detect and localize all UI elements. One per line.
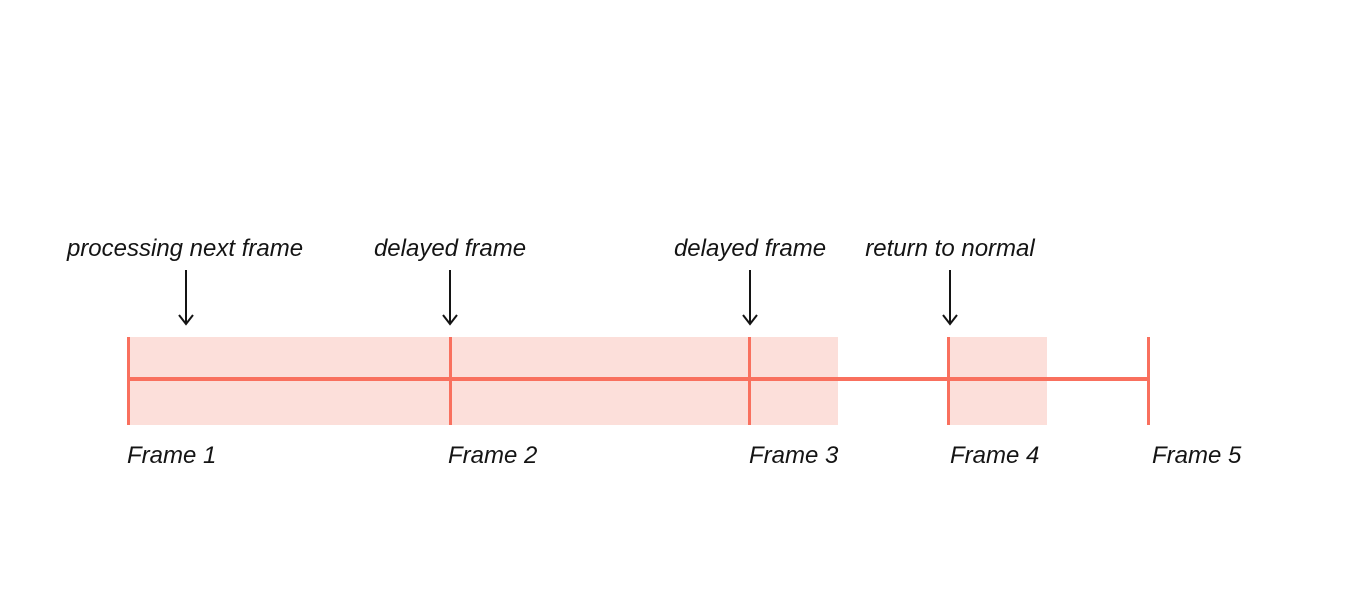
frame-4-label: Frame 4 [950, 442, 1040, 469]
timeline-line [128, 377, 1148, 381]
frame-4-tick [947, 337, 950, 425]
frame-3-label: Frame 3 [749, 442, 839, 469]
frame-1-label: Frame 1 [127, 442, 217, 469]
frame4-shaded-band [948, 337, 1047, 425]
down-arrow-icon [442, 270, 458, 326]
annotation-processing-next-frame: processing next frame [66, 235, 304, 262]
down-arrow-icon [178, 270, 194, 326]
frame-2-label: Frame 2 [448, 442, 538, 469]
frame-1-tick [127, 337, 130, 425]
down-arrow-icon [742, 270, 758, 326]
annotation-delayed-frame-2: delayed frame [673, 235, 827, 262]
down-arrow-icon [942, 270, 958, 326]
frame-5-label: Frame 5 [1152, 442, 1242, 469]
frame-5-tick [1147, 337, 1150, 425]
annotation-delayed-frame-1: delayed frame [373, 235, 527, 262]
delayed-frames-shaded-band [128, 337, 838, 425]
frame-2-tick [449, 337, 452, 425]
frame-3-tick [748, 337, 751, 425]
annotation-return-to-normal: return to normal [865, 235, 1035, 262]
